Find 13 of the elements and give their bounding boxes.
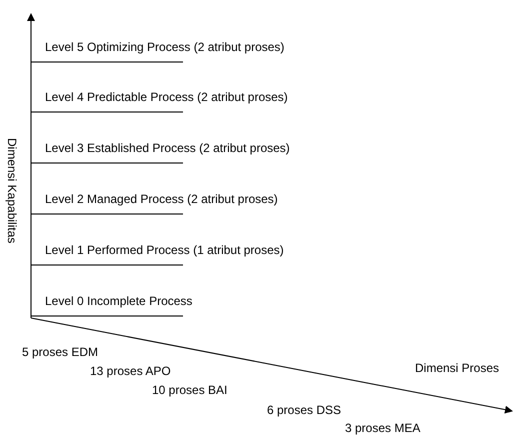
level-label: Level 0 Incomplete Process <box>45 294 192 308</box>
level-label: Level 3 Established Process (2 atribut proses) <box>45 141 290 155</box>
level-label: Level 5 Optimizing Process (2 atribut proses) <box>45 40 284 54</box>
axis-title: Dimensi Proses <box>415 361 500 375</box>
level-label: Level 2 Managed Process (2 atribut proses) <box>45 192 278 206</box>
process-count-label: 3 proses MEA <box>345 421 420 435</box>
process-count-label: 10 proses BAI <box>152 383 228 397</box>
level-label: Level 4 Predictable Process (2 atribut proses) <box>45 90 288 104</box>
process-count-label: 6 proses DSS <box>267 403 342 417</box>
process-count-label: 5 proses EDM <box>22 345 98 359</box>
axis-title: Dimensi Kapabilitas <box>5 138 19 243</box>
level-label: Level 1 Performed Process (1 atribut proses) <box>45 243 284 257</box>
process-count-label: 13 proses APO <box>90 364 171 378</box>
